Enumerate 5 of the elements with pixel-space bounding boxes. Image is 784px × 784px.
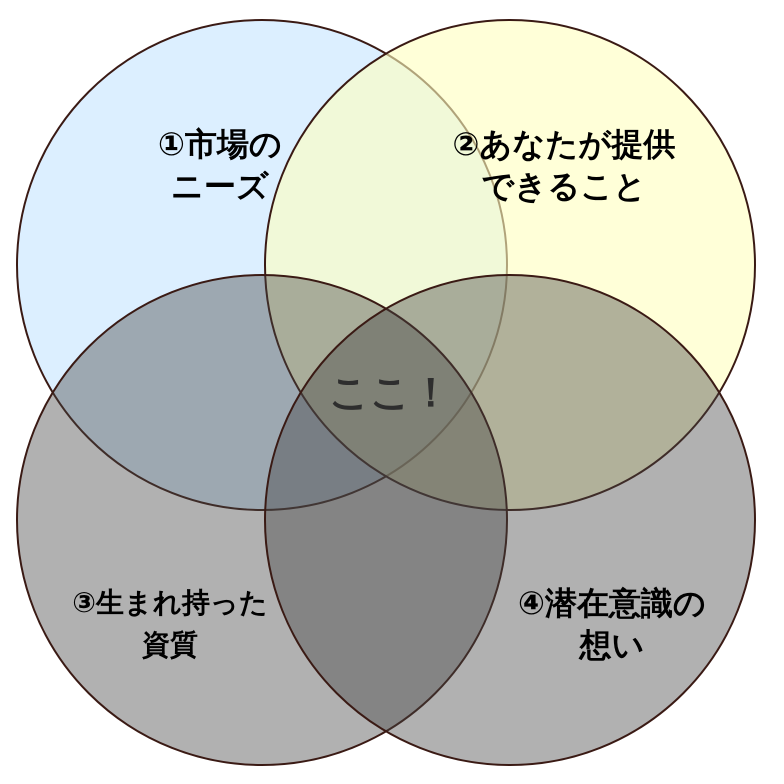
center-note: ここ！ <box>329 368 451 418</box>
circle-label: ④潜在意識の想い <box>516 583 707 666</box>
circle-label: ①市場のニーズ <box>156 124 283 207</box>
circle-label: ③生まれ持った資質 <box>71 585 269 663</box>
circle-label: ②あなたが提供できること <box>451 124 676 207</box>
